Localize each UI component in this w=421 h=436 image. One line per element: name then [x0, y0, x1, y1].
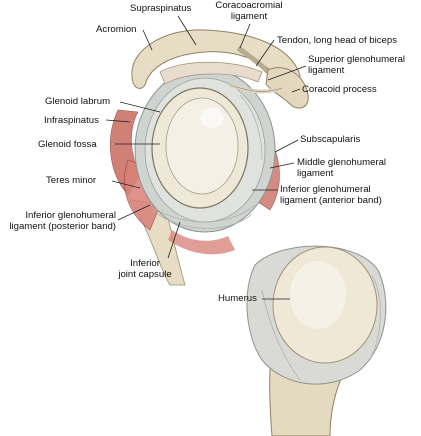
- label-infraspinatus: Infraspinatus: [44, 115, 99, 126]
- label-middle-gh-line2: ligament: [297, 168, 334, 179]
- label-coracoid-process: Coracoid process: [302, 84, 377, 95]
- glenoid-fossa: [165, 97, 239, 195]
- label-superior-gh-line2: ligament: [308, 65, 345, 76]
- label-supraspinatus: Supraspinatus: [130, 3, 192, 14]
- label-inferior-gh-post-line1: Inferior glenohumeral: [25, 210, 116, 221]
- label-biceps-tendon: Tendon, long head of biceps: [277, 35, 398, 46]
- label-glenoid-labrum: Glenoid labrum: [45, 96, 111, 107]
- label-acromion: Acromion: [96, 24, 137, 35]
- label-inferior-gh-ant-line1: Inferior glenohumeral: [280, 184, 371, 195]
- label-inferior-capsule-line1: Inferior: [130, 258, 160, 269]
- label-inferior-joint-capsule: Inferior joint capsule: [100, 258, 190, 280]
- label-superior-gh-line1: Superior glenohumeral: [308, 54, 406, 65]
- label-inferior-gh-ant-line2: ligament (anterior band): [280, 195, 382, 206]
- supraspinatus-tendon: [159, 61, 263, 85]
- label-inferior-gh-post-line2: ligament (posterior band): [9, 221, 116, 232]
- label-humerus: Humerus: [218, 293, 257, 304]
- leader-lines: [105, 15, 307, 300]
- label-middle-glenohumeral-ligament: Middle glenohumeral ligament: [297, 157, 386, 179]
- label-inferior-gh-ligament-posterior: Inferior glenohumeral ligament (posterio…: [0, 210, 116, 232]
- label-superior-glenohumeral-ligament: Superior glenohumeral ligament: [308, 54, 405, 76]
- label-teres-minor: Teres minor: [46, 175, 97, 186]
- label-inferior-gh-ligament-anterior: Inferior glenohumeral ligament (anterior…: [280, 184, 382, 206]
- label-coracoacromial-line1: Coracoacromial: [215, 0, 283, 11]
- label-coracoacromial-ligament: Coracoacromial ligament: [204, 0, 294, 22]
- label-coracoacromial-line2: ligament: [230, 11, 268, 22]
- label-inferior-capsule-line2: joint capsule: [118, 269, 172, 280]
- label-subscapularis: Subscapularis: [300, 134, 361, 145]
- label-glenoid-fossa: Glenoid fossa: [38, 139, 97, 150]
- label-middle-gh-line1: Middle glenohumeral: [297, 157, 387, 168]
- lower-muscle: [168, 230, 235, 255]
